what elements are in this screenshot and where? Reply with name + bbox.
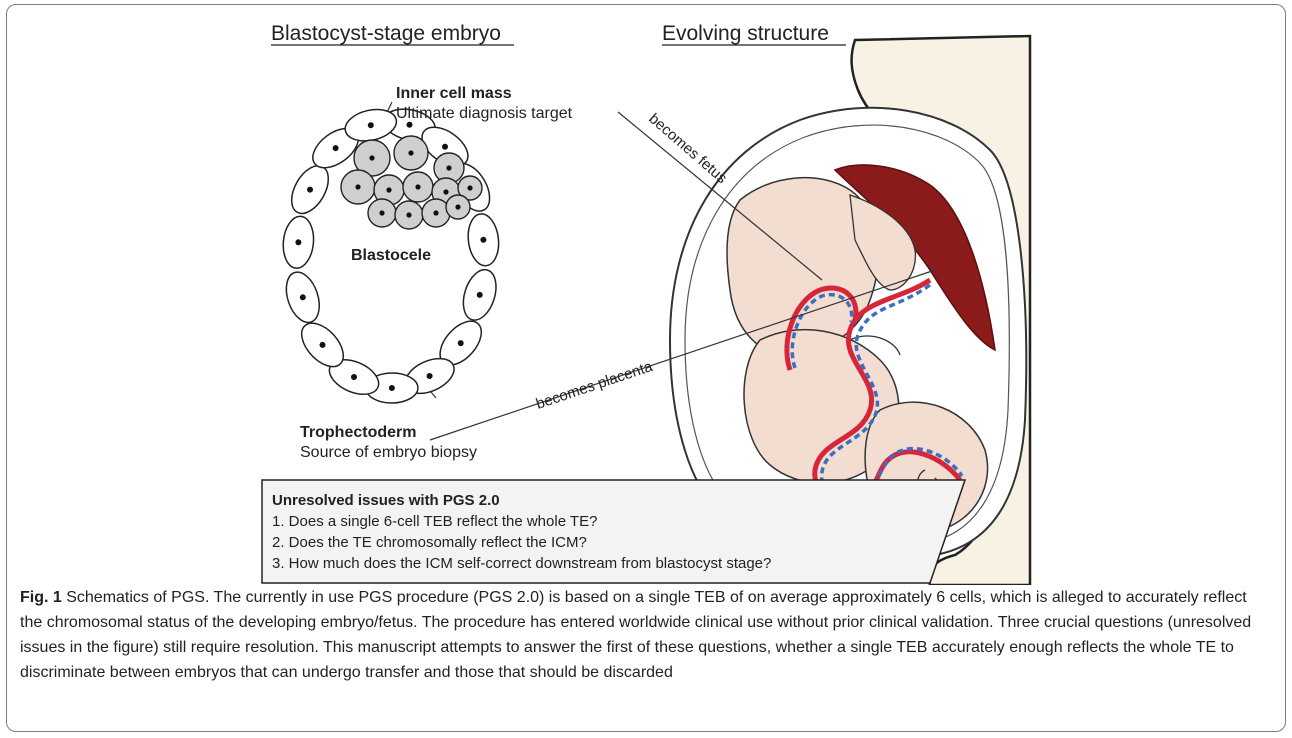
icm-cell (394, 136, 428, 170)
figure-caption: Fig. 1 Schematics of PGS. The currently … (20, 585, 1270, 685)
icm-cell (422, 199, 450, 227)
trophectoderm-cell (284, 160, 336, 220)
icm-label: Inner cell mass (396, 85, 512, 102)
icm-sublabel: Ultimate diagnosis target (396, 105, 573, 122)
icm-cell (341, 170, 375, 204)
figure-illustration: Blastocyst-stage embryo Evolving structu… (0, 0, 1292, 585)
icm-cell (403, 172, 433, 202)
icm-cell (395, 201, 423, 229)
trophectoderm-cell (458, 266, 502, 325)
left-title: Blastocyst-stage embryo (271, 22, 501, 45)
te-label: Trophectoderm (300, 424, 416, 441)
trophectoderm-cell (280, 268, 325, 327)
blastocele-label: Blastocele (351, 247, 431, 264)
trophectoderm-cell (281, 215, 316, 270)
right-title: Evolving structure (662, 22, 829, 45)
icm-cell (446, 195, 470, 219)
becomes-fetus-label: becomes fetus (645, 110, 730, 187)
issues-title: Unresolved issues with PGS 2.0 (272, 492, 500, 509)
issue-item: 1. Does a single 6-cell TEB reflect the … (272, 513, 597, 530)
caption-text: Schematics of PGS. The currently in use … (20, 589, 1251, 681)
unresolved-issues-box: Unresolved issues with PGS 2.0 1. Does a… (262, 480, 965, 583)
icm-cell (368, 199, 396, 227)
caption-label: Fig. 1 (20, 589, 62, 606)
te-sublabel: Source of embryo biopsy (300, 444, 477, 461)
becomes-placenta-label: becomes placenta (534, 358, 655, 413)
trophectoderm-cell (466, 212, 502, 267)
issue-item: 3. How much does the ICM self-correct do… (272, 555, 771, 572)
issue-item: 2. Does the TE chromosomally reflect the… (272, 534, 587, 551)
